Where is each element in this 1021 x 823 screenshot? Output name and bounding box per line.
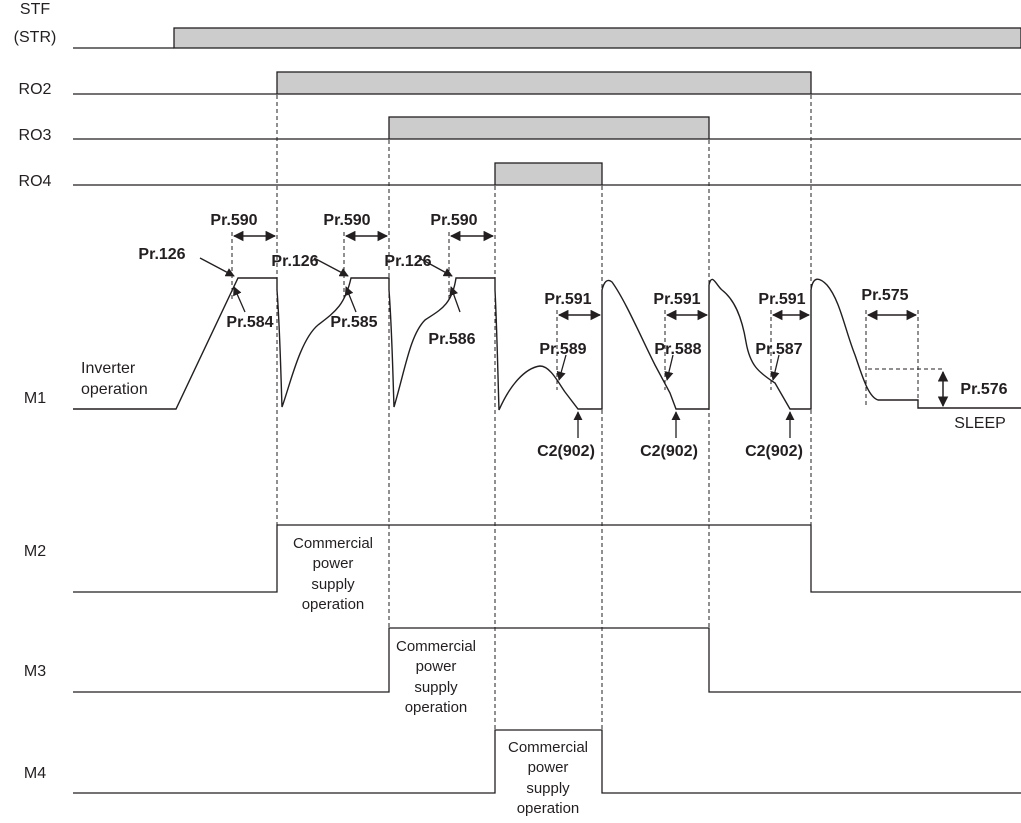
m4-commercial-label: Commercial power supply operation [508,739,588,817]
pr590-label-2: Pr.590 [323,212,370,229]
ro4-signal [73,162,1021,186]
svg-text:supply: supply [526,780,570,797]
pointer-arrows [199,257,795,438]
svg-text:supply: supply [311,576,355,593]
pr584-label: Pr.584 [226,314,273,331]
ro3-signal [73,116,1021,140]
ro2-label: RO2 [19,81,52,98]
svg-text:Commercial: Commercial [396,638,476,655]
ro4-on-bar [494,162,603,186]
m2-signal [73,524,1021,593]
svg-text:power: power [528,759,569,776]
m4-signal [73,729,1021,794]
stf-signal [73,27,1021,49]
ro3-label: RO3 [19,127,52,144]
inverter-operation-label-2: operation [81,381,148,398]
pr126-label-3: Pr.126 [384,253,431,270]
c2-label-2: C2(902) [640,443,698,460]
c2-label-3: C2(902) [745,443,803,460]
interval-arrows [232,230,949,408]
m1-output-curve [73,277,1021,411]
ro3-on-bar [388,116,710,140]
pr126-label-1: Pr.126 [138,246,185,263]
svg-text:operation: operation [405,699,468,716]
stf-label: STF [20,1,50,18]
m2-label: M2 [24,543,46,560]
svg-text:Commercial: Commercial [508,739,588,756]
sleep-label: SLEEP [954,415,1006,432]
m4-label: M4 [24,765,46,782]
ro4-label: RO4 [19,173,52,190]
pr586-label: Pr.586 [428,331,475,348]
pr575-label: Pr.575 [861,287,908,304]
m1-label: M1 [24,390,46,407]
pr591-label-1: Pr.591 [544,291,591,308]
svg-text:power: power [313,555,354,572]
svg-text:supply: supply [414,679,458,696]
stf-label-str: (STR) [14,29,57,46]
svg-text:power: power [416,658,457,675]
svg-text:operation: operation [302,596,365,613]
pr587-label: Pr.587 [755,341,802,358]
m2-commercial-label: Commercial power supply operation [293,535,373,613]
ro2-signal [73,71,1021,95]
pr591-label-3: Pr.591 [758,291,805,308]
m3-label: M3 [24,663,46,680]
m3-commercial-label: Commercial power supply operation [396,638,476,716]
pr576-label: Pr.576 [960,381,1007,398]
pr590-label-3: Pr.590 [430,212,477,229]
svg-text:Commercial: Commercial [293,535,373,552]
stf-on-bar [173,27,1021,49]
pr589-label: Pr.589 [539,341,586,358]
pr590-label-1: Pr.590 [210,212,257,229]
inverter-operation-label-1: Inverter [81,360,136,377]
svg-text:operation: operation [517,800,580,817]
c2-label-1: C2(902) [537,443,595,460]
ro2-on-bar [276,71,812,95]
m3-signal [73,627,1021,693]
pr126-label-2: Pr.126 [271,253,318,270]
pr585-label: Pr.585 [330,314,377,331]
pr588-label: Pr.588 [654,341,701,358]
pr591-label-2: Pr.591 [653,291,700,308]
